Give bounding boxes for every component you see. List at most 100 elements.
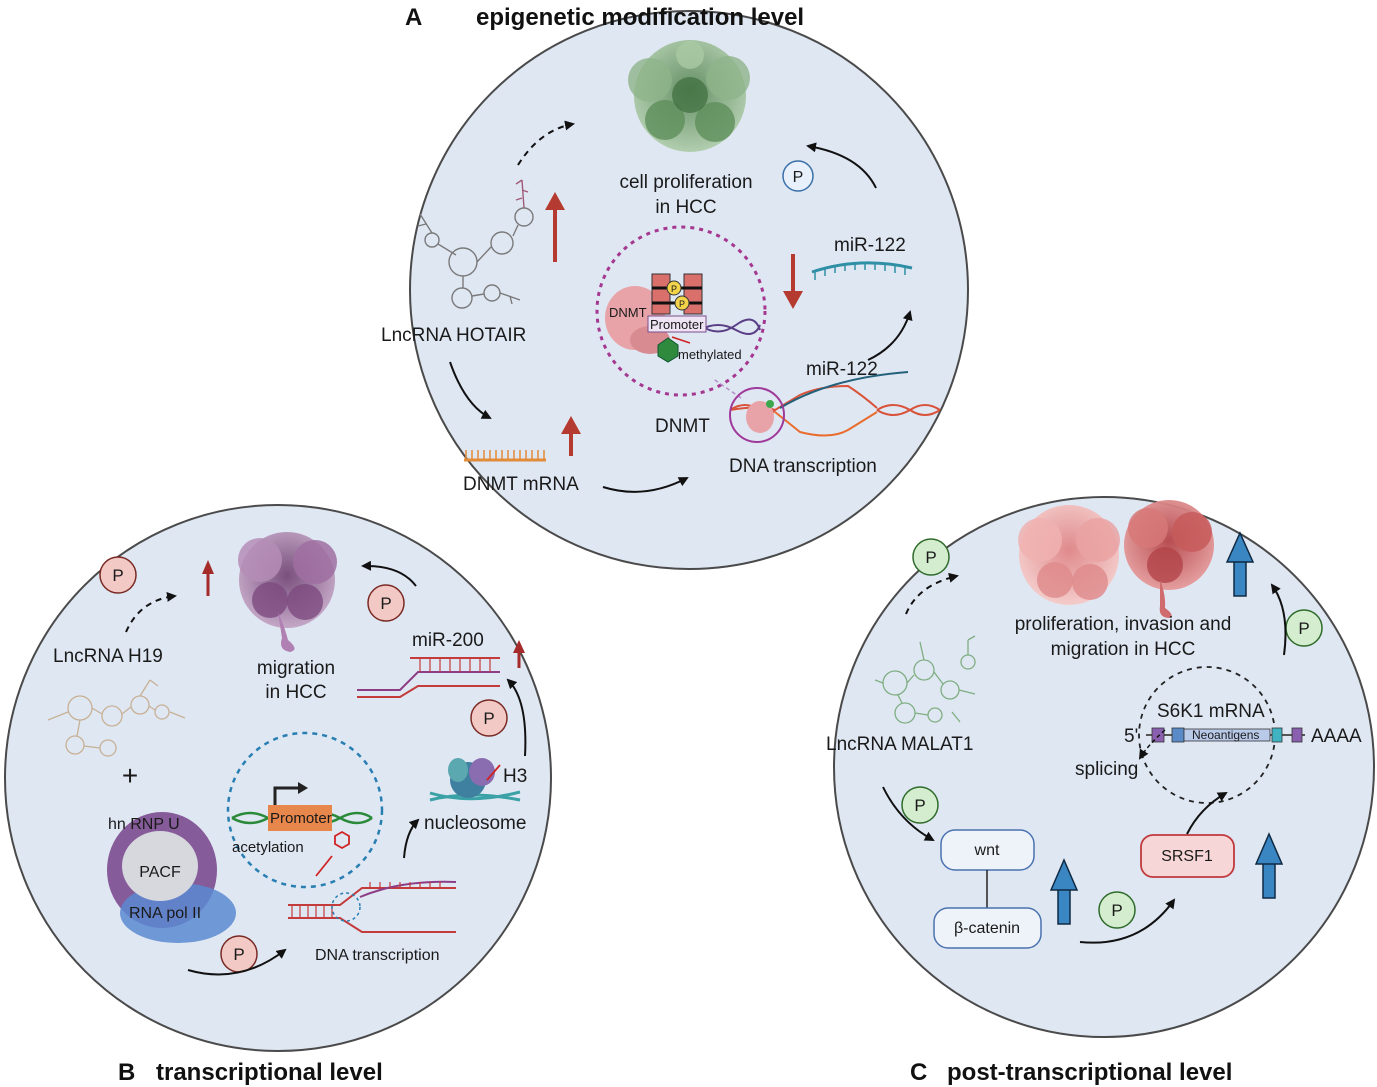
mirna-strand-icon [811,261,913,274]
promoter-dna-icon [231,782,373,877]
tumor-cluster-icon [238,532,337,652]
plus-sign: + [122,760,138,791]
s6k1-label: S6K1 mRNA [1157,701,1265,722]
curved-arrow-icon [867,310,913,361]
dashed-arrow-icon [125,591,177,633]
lncrna-structure-icon [874,635,976,724]
splicing-label: splicing [1075,759,1138,780]
svg-text:P: P [671,284,677,294]
mirna-duplex-icon [357,657,500,698]
five-prime-label: 5' [1124,726,1138,747]
up-arrow-icon [545,192,565,262]
rnapol-label: RNA pol II [129,905,201,922]
svg-text:P: P [914,796,925,815]
phosphate-badge: P [901,786,939,824]
dashed-arrow-icon [905,572,959,615]
mirna-ticks-icon [814,262,906,280]
cell-label-line2: in HCC [265,682,326,703]
phosphate-badge: P [912,538,950,576]
panel-b-letter: B [118,1059,135,1086]
dashed-arrow-icon [517,120,575,166]
curved-arrow-icon [1270,583,1287,656]
lncrna-malat1-label: LncRNA MALAT1 [826,734,973,755]
nucleosome-icon [429,758,521,802]
dnmt-label: DNMT [655,416,710,437]
mir122-bottom-label: miR-122 [806,359,878,380]
zoom-circle [226,731,384,889]
wnt-label: wnt [974,842,1000,859]
dnmt-enzyme-icon: P P [605,273,761,363]
tumor-cluster-icon [1018,505,1120,605]
methylated-label: methylated [678,347,742,362]
pacf-label: PACF [139,864,181,881]
svg-text:P: P [679,299,685,309]
promoter-label: Promoter [650,317,704,332]
svg-text:P: P [1111,901,1122,920]
svg-text:P: P [112,566,123,585]
dashed-link [711,377,742,399]
bcatenin-node [933,907,1042,949]
dna-transcription-label: DNA transcription [729,456,877,477]
panel-b: B transcriptional level P migration in H… [4,504,552,1086]
svg-text:P: P [1298,619,1309,638]
panel-a: A epigenetic modification level cell pro… [381,4,969,570]
curved-arrow-icon [602,477,689,493]
curved-arrow-icon [1186,792,1228,835]
dna-strand-icon [288,880,457,933]
tumor-cluster-icon [628,40,750,152]
acetylation-label: acetylation [232,839,304,856]
phosphate-badge: P [782,160,814,192]
mrna-exon-icon [1146,727,1305,743]
promoter-label: Promoter [270,810,332,827]
svg-text:P: P [233,945,244,964]
hnrnp-label: hn RNP U [108,816,180,833]
up-arrow-icon [561,416,581,456]
bcatenin-label: β-catenin [954,920,1020,937]
protein-complex-icon [107,812,236,943]
panel-c-letter: C [910,1059,927,1086]
tumor-cluster-icon [1124,500,1214,618]
polya-label: AAAA [1311,726,1362,747]
cell-label-line1: proliferation, invasion and [1015,614,1232,635]
cell-label-line2: migration in HCC [1051,639,1196,660]
phosphate-badge: P [470,699,508,737]
curved-arrow-icon [187,948,287,976]
lncrna-structure-icon [47,679,186,757]
dnmt-inner-label: DNMT [609,305,647,320]
svg-text:P: P [380,594,391,613]
cell-label-line1: cell proliferation [619,172,752,193]
panel-c-title: post-transcriptional level [947,1059,1232,1086]
curved-arrow-icon [449,361,492,419]
lncrna-structure-icon [417,179,534,309]
svg-text:P: P [793,169,804,186]
phosphate-badge: P [99,556,137,594]
dna-bubble-icon [729,371,941,443]
zoom-circle [595,225,767,397]
neoantigens-label: Neoantigens [1192,728,1259,742]
up-arrow-icon [1254,832,1284,899]
cell-label-line1: migration [257,658,335,679]
dashed-arrow-icon [1138,729,1166,760]
curved-arrow-icon [403,818,420,859]
panel-b-title: transcriptional level [156,1059,383,1086]
phosphate-badge: P [367,584,405,622]
down-arrow-icon [783,254,803,309]
h3-label: H3 [503,766,527,787]
dna-transcription-label: DNA transcription [315,947,440,964]
svg-text:P: P [483,709,494,728]
up-arrow-icon [513,640,525,668]
curved-arrow-icon [1079,898,1176,944]
curved-arrow-icon [806,142,877,189]
lncrna-h19-label: LncRNA H19 [53,646,163,667]
up-arrow-icon [202,560,214,596]
promoter-box [647,315,707,333]
srsf1-node [1140,834,1235,878]
panel-a-title: epigenetic modification level [476,4,804,31]
svg-text:P: P [925,548,936,567]
curved-arrow-icon [506,678,527,757]
mrna-strand-icon [464,450,546,462]
phosphate-badge: P [1098,891,1136,929]
srsf1-label: SRSF1 [1161,848,1213,865]
panel-c-circle [833,496,1375,1038]
